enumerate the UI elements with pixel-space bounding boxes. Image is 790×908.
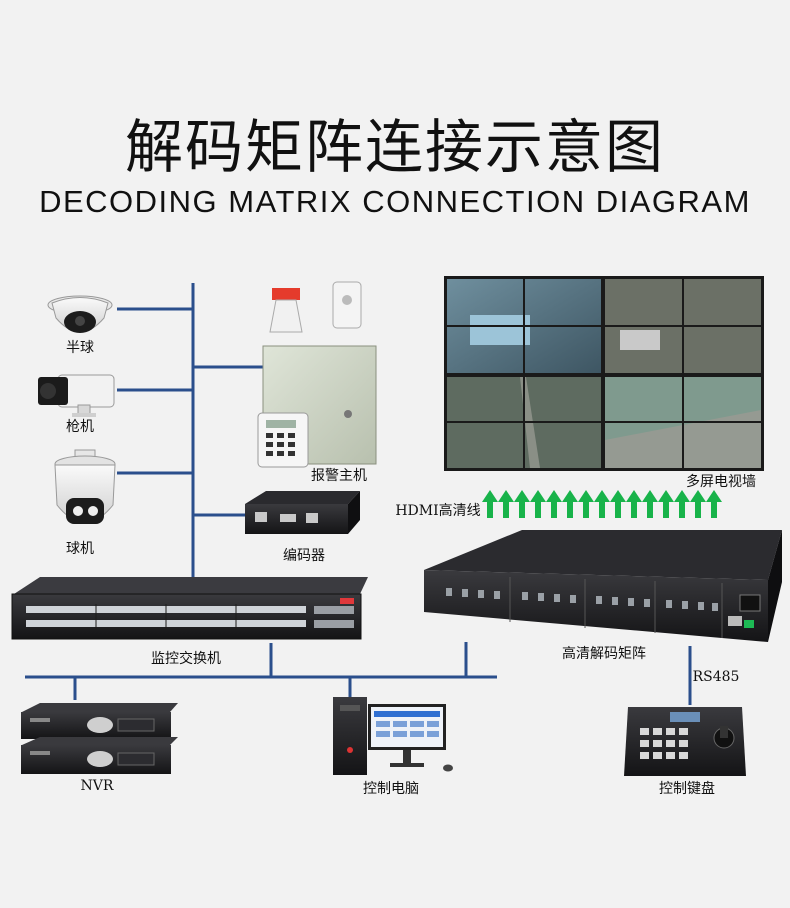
keyboard-label: 控制键盘 (659, 781, 715, 797)
bullet-camera-label: 枪机 (66, 419, 94, 435)
encoder-icon (245, 491, 360, 534)
title-english: DECODING MATRIX CONNECTION DIAGRAM (39, 184, 751, 219)
alarm-host-label: 报警主机 (311, 468, 367, 484)
rs485-link-label: RS485 (692, 669, 740, 685)
video-wall-icon (444, 276, 764, 471)
pc-label: 控制电脑 (363, 781, 419, 797)
speed-dome-label: 球机 (66, 541, 94, 557)
switch-label: 监控交换机 (151, 651, 221, 667)
hd-matrix-icon (424, 530, 782, 642)
video-wall-label: 多屏电视墙 (686, 474, 756, 490)
bullet-camera-icon (38, 374, 115, 417)
encoder-label: 编码器 (283, 548, 325, 564)
hd-matrix-label: 高清解码矩阵 (562, 646, 646, 662)
switch-icon (11, 577, 368, 640)
dome-camera-icon (47, 295, 113, 333)
hdmi-arrows (482, 490, 722, 518)
hdmi-link-label: HDMI高清线 (395, 503, 481, 519)
dome-camera-label: 半球 (66, 340, 94, 356)
speed-dome-icon (54, 449, 116, 524)
pc-icon (333, 697, 453, 775)
network-bus (25, 283, 692, 705)
nvr-label: NVR (80, 778, 114, 794)
alarm-host-icon (257, 281, 377, 468)
nvr-icon (21, 703, 178, 774)
title-chinese: 解码矩阵连接示意图 (124, 113, 665, 181)
control-keyboard-icon (624, 707, 746, 776)
